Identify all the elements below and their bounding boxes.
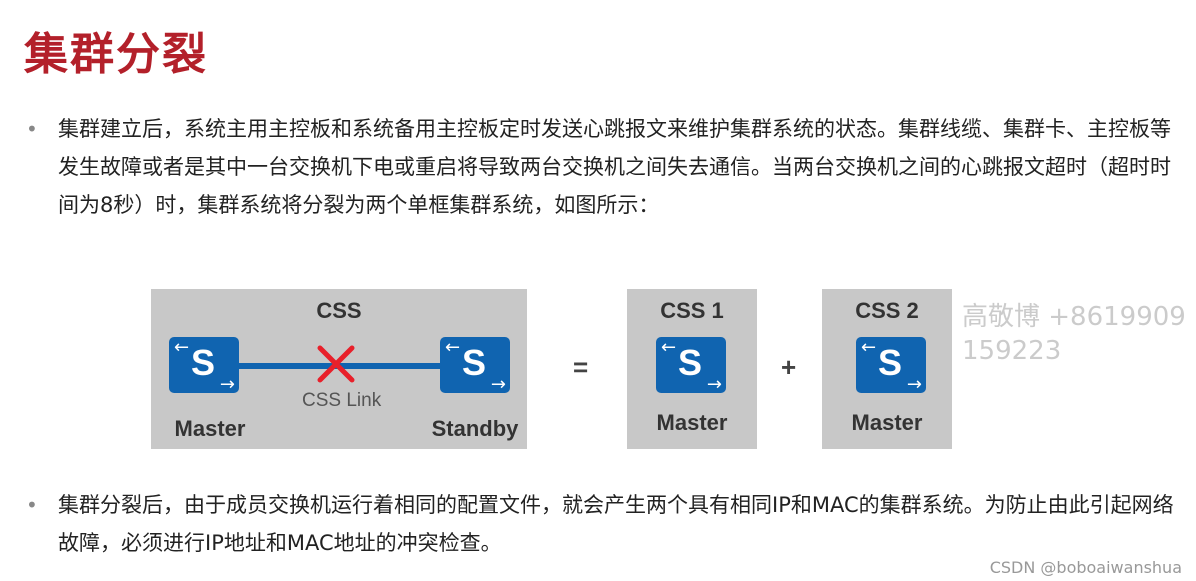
- bullet-text: 集群建立后，系统主用主控板和系统备用主控板定时发送心跳报文来维护集群系统的状态。…: [58, 117, 1171, 217]
- broken-link-x-icon: [317, 345, 355, 383]
- slide-title: 集群分裂: [24, 29, 208, 80]
- standby-label: Standby: [431, 416, 519, 441]
- plus-sign: +: [781, 352, 797, 382]
- bullet-text: 集群分裂后，由于成员交换机运行着相同的配置文件，就会产生两个具有相同IP和MAC…: [58, 493, 1174, 555]
- bullet-2: • 集群分裂后，由于成员交换机运行着相同的配置文件，就会产生两个具有相同IP和MA…: [26, 486, 1176, 562]
- css-label: CSS: [316, 298, 362, 323]
- bullet-dot: •: [26, 117, 38, 141]
- bullet-1: • 集群建立后，系统主用主控板和系统备用主控板定时发送心跳报文来维护集群系统的状态…: [26, 110, 1176, 224]
- css1-master-label: Master: [656, 410, 728, 435]
- switch-icon-standby: ←S→: [440, 337, 510, 395]
- csdn-credit: CSDN @boboaiwanshua: [989, 558, 1182, 577]
- css-link-label: CSS Link: [302, 390, 382, 411]
- watermark: 高敬博 +8619909159223: [962, 302, 1186, 366]
- css2-label: CSS 2: [855, 298, 919, 323]
- switch-icon-master: ←S→: [169, 337, 239, 395]
- switch-icon-css1: ←S→: [656, 337, 726, 395]
- css2-master-label: Master: [851, 410, 923, 435]
- bullet-dot: •: [26, 493, 38, 517]
- equals-sign: =: [573, 352, 589, 382]
- switch-icon-css2: ←S→: [856, 337, 926, 395]
- css1-label: CSS 1: [660, 298, 724, 323]
- master-label: Master: [174, 416, 246, 441]
